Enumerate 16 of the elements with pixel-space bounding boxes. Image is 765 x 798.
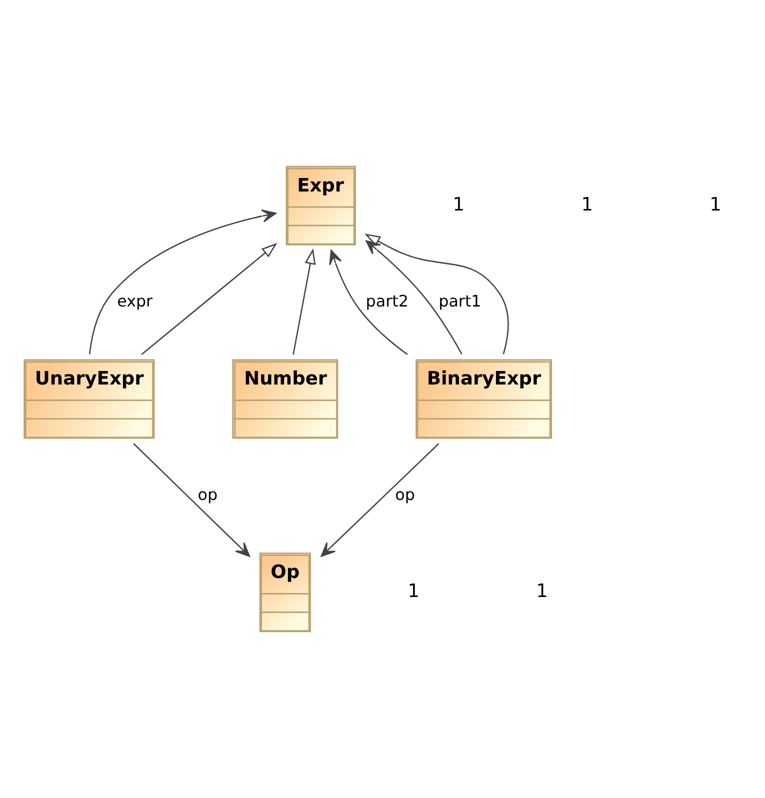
arrow <box>133 443 250 557</box>
arrow <box>329 250 408 355</box>
arrow <box>141 242 278 356</box>
edge-label: expr <box>117 291 153 310</box>
label: 1 <box>408 581 420 602</box>
arrow <box>88 209 276 354</box>
label: 1 <box>536 581 548 602</box>
edge-label: part1 <box>438 291 482 310</box>
label: 1 <box>710 194 722 216</box>
edge-label: part2 <box>366 291 408 310</box>
label: 1 <box>581 194 593 216</box>
label: 1 <box>452 194 465 216</box>
edge-label: op <box>395 484 415 504</box>
arrow <box>292 248 316 355</box>
arrow <box>320 443 440 557</box>
edge-label: op <box>198 484 218 504</box>
